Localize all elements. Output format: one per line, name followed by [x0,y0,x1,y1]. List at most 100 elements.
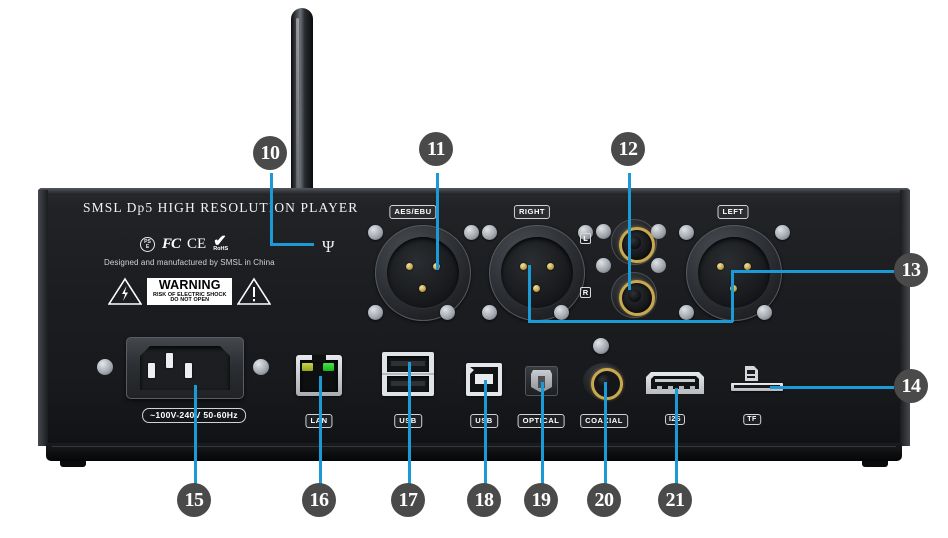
xlr-output-right[interactable] [489,225,585,321]
leader-13-right-riser [731,270,734,322]
lan-link-led-green [323,363,334,371]
callout-14[interactable]: 14 [894,369,928,403]
chassis-right-side [900,190,910,446]
right-channel-label: RIGHT [513,205,551,219]
leader-13 [731,270,894,273]
xlr-pin [533,285,540,292]
aes-ebu-xlr-input[interactable] [375,225,471,321]
xlr-mount-screw [464,225,479,240]
iec-live-pin [148,363,155,378]
lan-latch-slot [312,355,326,362]
rca-panel-screw [651,224,666,239]
warning-line-1: RISK OF ELECTRIC SHOCK [153,291,227,298]
xlr-output-left[interactable] [686,225,782,321]
i2s-contact-bar [655,379,695,382]
rca-center-pin [627,288,641,302]
xlr-pin [717,263,724,270]
leader-14 [770,386,894,389]
chassis-foot [862,461,888,467]
antenna-icon: Ψ [322,237,335,256]
callout-20[interactable]: 20 [587,483,621,517]
xlr-mount-screw [482,305,497,320]
callout-12[interactable]: 12 [611,132,645,166]
xlr-mount-screw [482,225,497,240]
rohs-icon: ✔ RoHS [213,233,229,253]
i2s-pin [679,386,684,390]
callout-21[interactable]: 21 [658,483,692,517]
power-inlet-screw [97,359,113,375]
plinth-seam [52,446,896,447]
xlr-barrel [387,237,459,309]
leader-13-bridge [528,320,733,323]
leader-10-riser [270,173,273,245]
rca-output-right[interactable] [611,272,657,318]
xlr-pin [520,263,527,270]
i2s-pin [657,386,662,390]
xlr-mount-screw [440,305,455,320]
manufacture-note: Designed and manufactured by SMSL in Chi… [104,258,275,267]
xlr-mount-screw [757,305,772,320]
xlr-mount-screw [368,305,383,320]
warning-label: WARNING RISK OF ELECTRIC SHOCK DO NOT OP… [108,277,272,306]
warning-line-2: DO NOT OPEN [170,297,210,303]
xlr-mount-screw [679,305,694,320]
xlr-pin [419,285,426,292]
i2s-pin [668,386,673,390]
microsd-icon-detail [747,370,755,374]
chassis-foot [60,461,86,467]
i2s-pin [690,386,695,390]
leader-20 [604,382,607,485]
leader-15 [194,385,197,485]
leader-19 [541,382,544,485]
chassis-top-lip [38,188,910,195]
callout-13[interactable]: 13 [894,253,928,287]
aes-ebu-label: AES/EBU [389,205,437,219]
callout-10[interactable]: 10 [253,136,287,170]
ac-power-inlet[interactable] [126,337,244,399]
optical-input[interactable] [525,366,558,396]
rca-panel-screw [596,224,611,239]
callout-18[interactable]: 18 [467,483,501,517]
callout-17[interactable]: 17 [391,483,425,517]
xlr-barrel [501,237,573,309]
xlr-pin [744,263,751,270]
iec-neutral-pin [185,363,192,378]
ce-icon: CE [187,236,207,252]
panel-screw [593,338,609,354]
xlr-mount-screw [578,225,593,240]
leader-17 [408,362,411,485]
rca-panel-screw [596,258,611,273]
coaxial-input[interactable] [583,363,625,400]
usb-b-tongue [475,374,493,384]
coaxial-center-pin [598,375,610,387]
xlr-mount-screw [554,305,569,320]
microsd-icon-detail [747,376,755,378]
leader-18 [484,380,487,485]
leader-13-left-riser [528,265,531,322]
lan-activity-led-amber [302,363,313,371]
antenna-highlight [296,18,299,253]
xlr-mount-screw [679,225,694,240]
tf-slot-aperture [734,385,780,388]
callout-16[interactable]: 16 [302,483,336,517]
iec-earth-pin [166,353,173,368]
leader-10 [270,243,314,246]
leader-21 [675,388,678,485]
brand-model-text: SMSL Dp5 HIGH RESOLUTION PLAYER [83,200,359,215]
warning-heading: WARNING [158,277,221,292]
leader-12 [628,173,631,290]
xlr-pin [547,263,554,270]
exclamation-warning-icon [237,277,272,305]
callout-19[interactable]: 19 [524,483,558,517]
chassis-left-side [38,190,48,446]
rca-output-left[interactable] [611,219,657,265]
xlr-pin [406,263,413,270]
tf-label: TF [743,414,761,425]
xlr-mount-screw [775,225,790,240]
xlr-mount-screw [368,225,383,240]
callout-15[interactable]: 15 [177,483,211,517]
callout-11[interactable]: 11 [419,132,453,166]
